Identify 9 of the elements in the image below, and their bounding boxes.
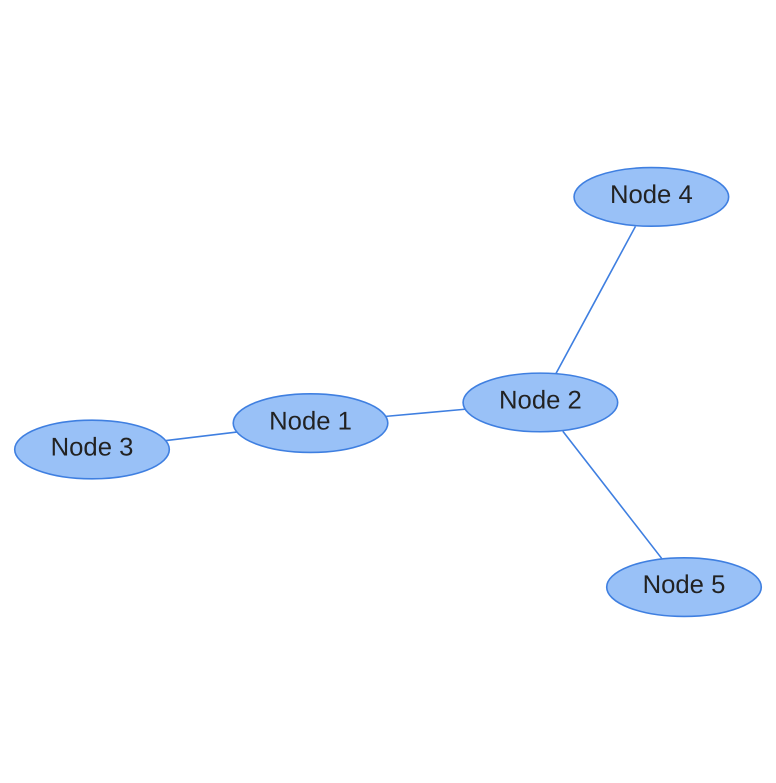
node-ellipse: Node 3 xyxy=(14,418,170,480)
node-ellipse: Node 1 xyxy=(232,392,389,453)
connector xyxy=(562,430,662,558)
connector xyxy=(386,408,466,417)
node-ellipse: Node 2 xyxy=(462,372,618,432)
node-ellipse: Node 4 xyxy=(573,166,730,227)
node-ellipse: Node 5 xyxy=(606,556,762,617)
connector xyxy=(166,430,237,441)
connector xyxy=(555,226,636,374)
